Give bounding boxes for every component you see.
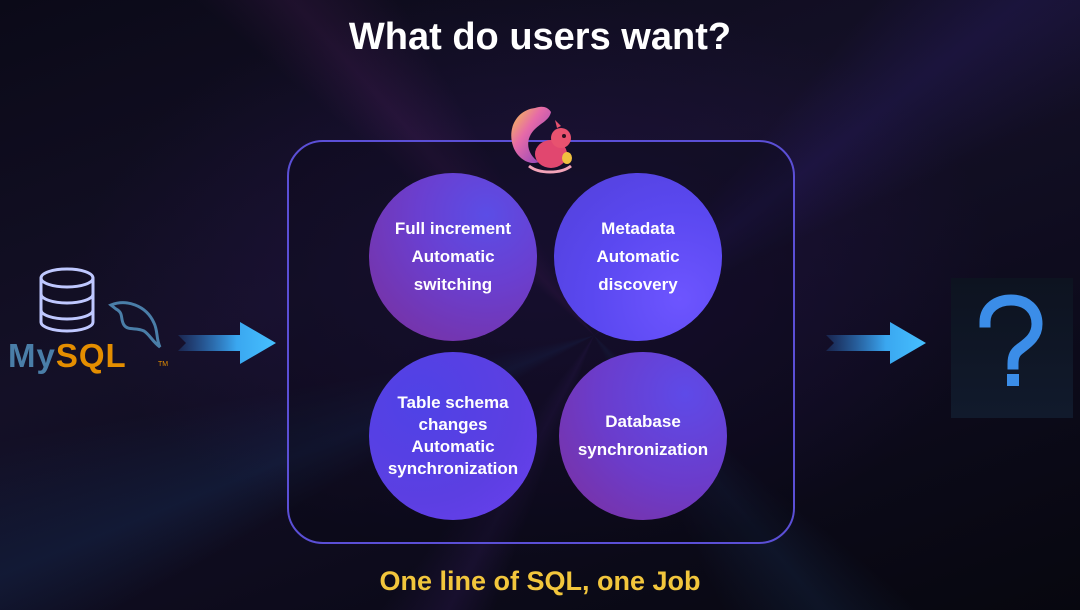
processing-frame (287, 140, 795, 544)
input-arrow-icon (178, 322, 276, 364)
feature-label: Metadata Automatic discovery (596, 215, 679, 299)
feature-label-line: Automatic (411, 437, 495, 456)
feature-database-sync: Database synchronization (559, 352, 727, 520)
feature-label-line: discovery (598, 275, 678, 294)
database-stack-icon (39, 267, 95, 333)
feature-label-line: Database (605, 412, 681, 431)
feature-full-increment-switching: Full increment Automatic switching (369, 173, 537, 341)
squirrel-logo-icon (511, 106, 572, 174)
question-mark-icon (979, 294, 1043, 386)
feature-metadata-discovery: Metadata Automatic discovery (554, 173, 722, 341)
mysql-wordmark: MySQL (8, 337, 127, 375)
feature-schema-change-sync: Table schema changes Automatic synchroni… (369, 352, 537, 520)
dolphin-icon (108, 301, 162, 349)
feature-label-line: synchronization (577, 440, 709, 459)
unknown-target (951, 278, 1073, 418)
feature-label-line: Full increment (394, 219, 512, 238)
feature-label-line: switching (413, 275, 493, 294)
trademark-mark: TM (158, 361, 169, 368)
mysql-source: MySQL TM (8, 265, 178, 385)
feature-label-line: synchronization (387, 459, 519, 478)
tagline: One line of SQL, one Job (379, 566, 701, 596)
feature-label-line: Metadata (601, 219, 675, 238)
output-arrow-icon (826, 322, 926, 364)
page-title: What do users want? (348, 16, 732, 58)
feature-label-line: Table schema (397, 393, 509, 412)
feature-label-line: Automatic (411, 247, 495, 266)
feature-label: Database synchronization (578, 408, 708, 464)
feature-label: Full increment Automatic switching (395, 215, 511, 299)
feature-label: Table schema changes Automatic synchroni… (388, 392, 518, 480)
mysql-wordmark-my: My (8, 337, 56, 374)
mysql-wordmark-sql: SQL (55, 337, 127, 374)
feature-label-line: Automatic (596, 247, 680, 266)
feature-label-line: changes (418, 415, 488, 434)
